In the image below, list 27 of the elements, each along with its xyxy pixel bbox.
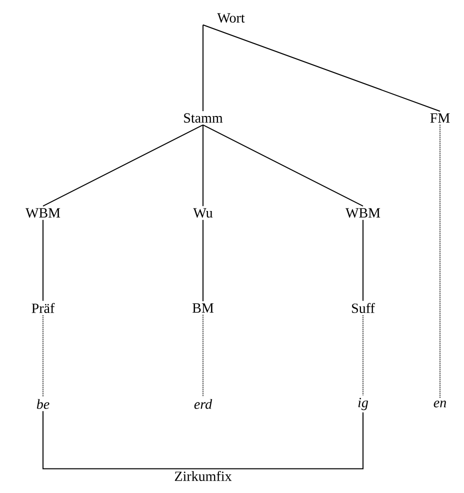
bracket-line xyxy=(202,412,364,470)
tree-label: FM xyxy=(430,113,450,123)
italic-word: be xyxy=(36,399,50,409)
tree-label: Präf xyxy=(32,303,55,313)
tree-label: WBM xyxy=(26,208,60,218)
tree-line xyxy=(202,124,204,207)
bracket-line xyxy=(42,410,204,470)
tree-line xyxy=(42,124,204,207)
tree-line xyxy=(42,219,44,302)
tree-line xyxy=(362,219,364,302)
tree-line xyxy=(202,124,364,207)
tree-label: Suff xyxy=(352,303,375,313)
tree-label: Wort xyxy=(217,13,245,23)
tree-label: Wu xyxy=(193,208,213,218)
tree-line xyxy=(202,219,204,302)
dotted-line xyxy=(362,314,364,396)
tree-line xyxy=(202,24,440,112)
tree-line xyxy=(202,24,204,112)
tree-label: BM xyxy=(192,303,214,313)
tree-label: Stamm xyxy=(184,113,223,123)
italic-word: ig xyxy=(358,398,368,410)
italic-word: en xyxy=(434,400,446,408)
tree-label: WBM xyxy=(346,208,380,218)
dotted-line xyxy=(42,314,44,398)
dotted-line xyxy=(202,314,204,398)
italic-word: erd xyxy=(194,399,212,409)
bracket-label: Zirkumfix xyxy=(174,471,232,481)
